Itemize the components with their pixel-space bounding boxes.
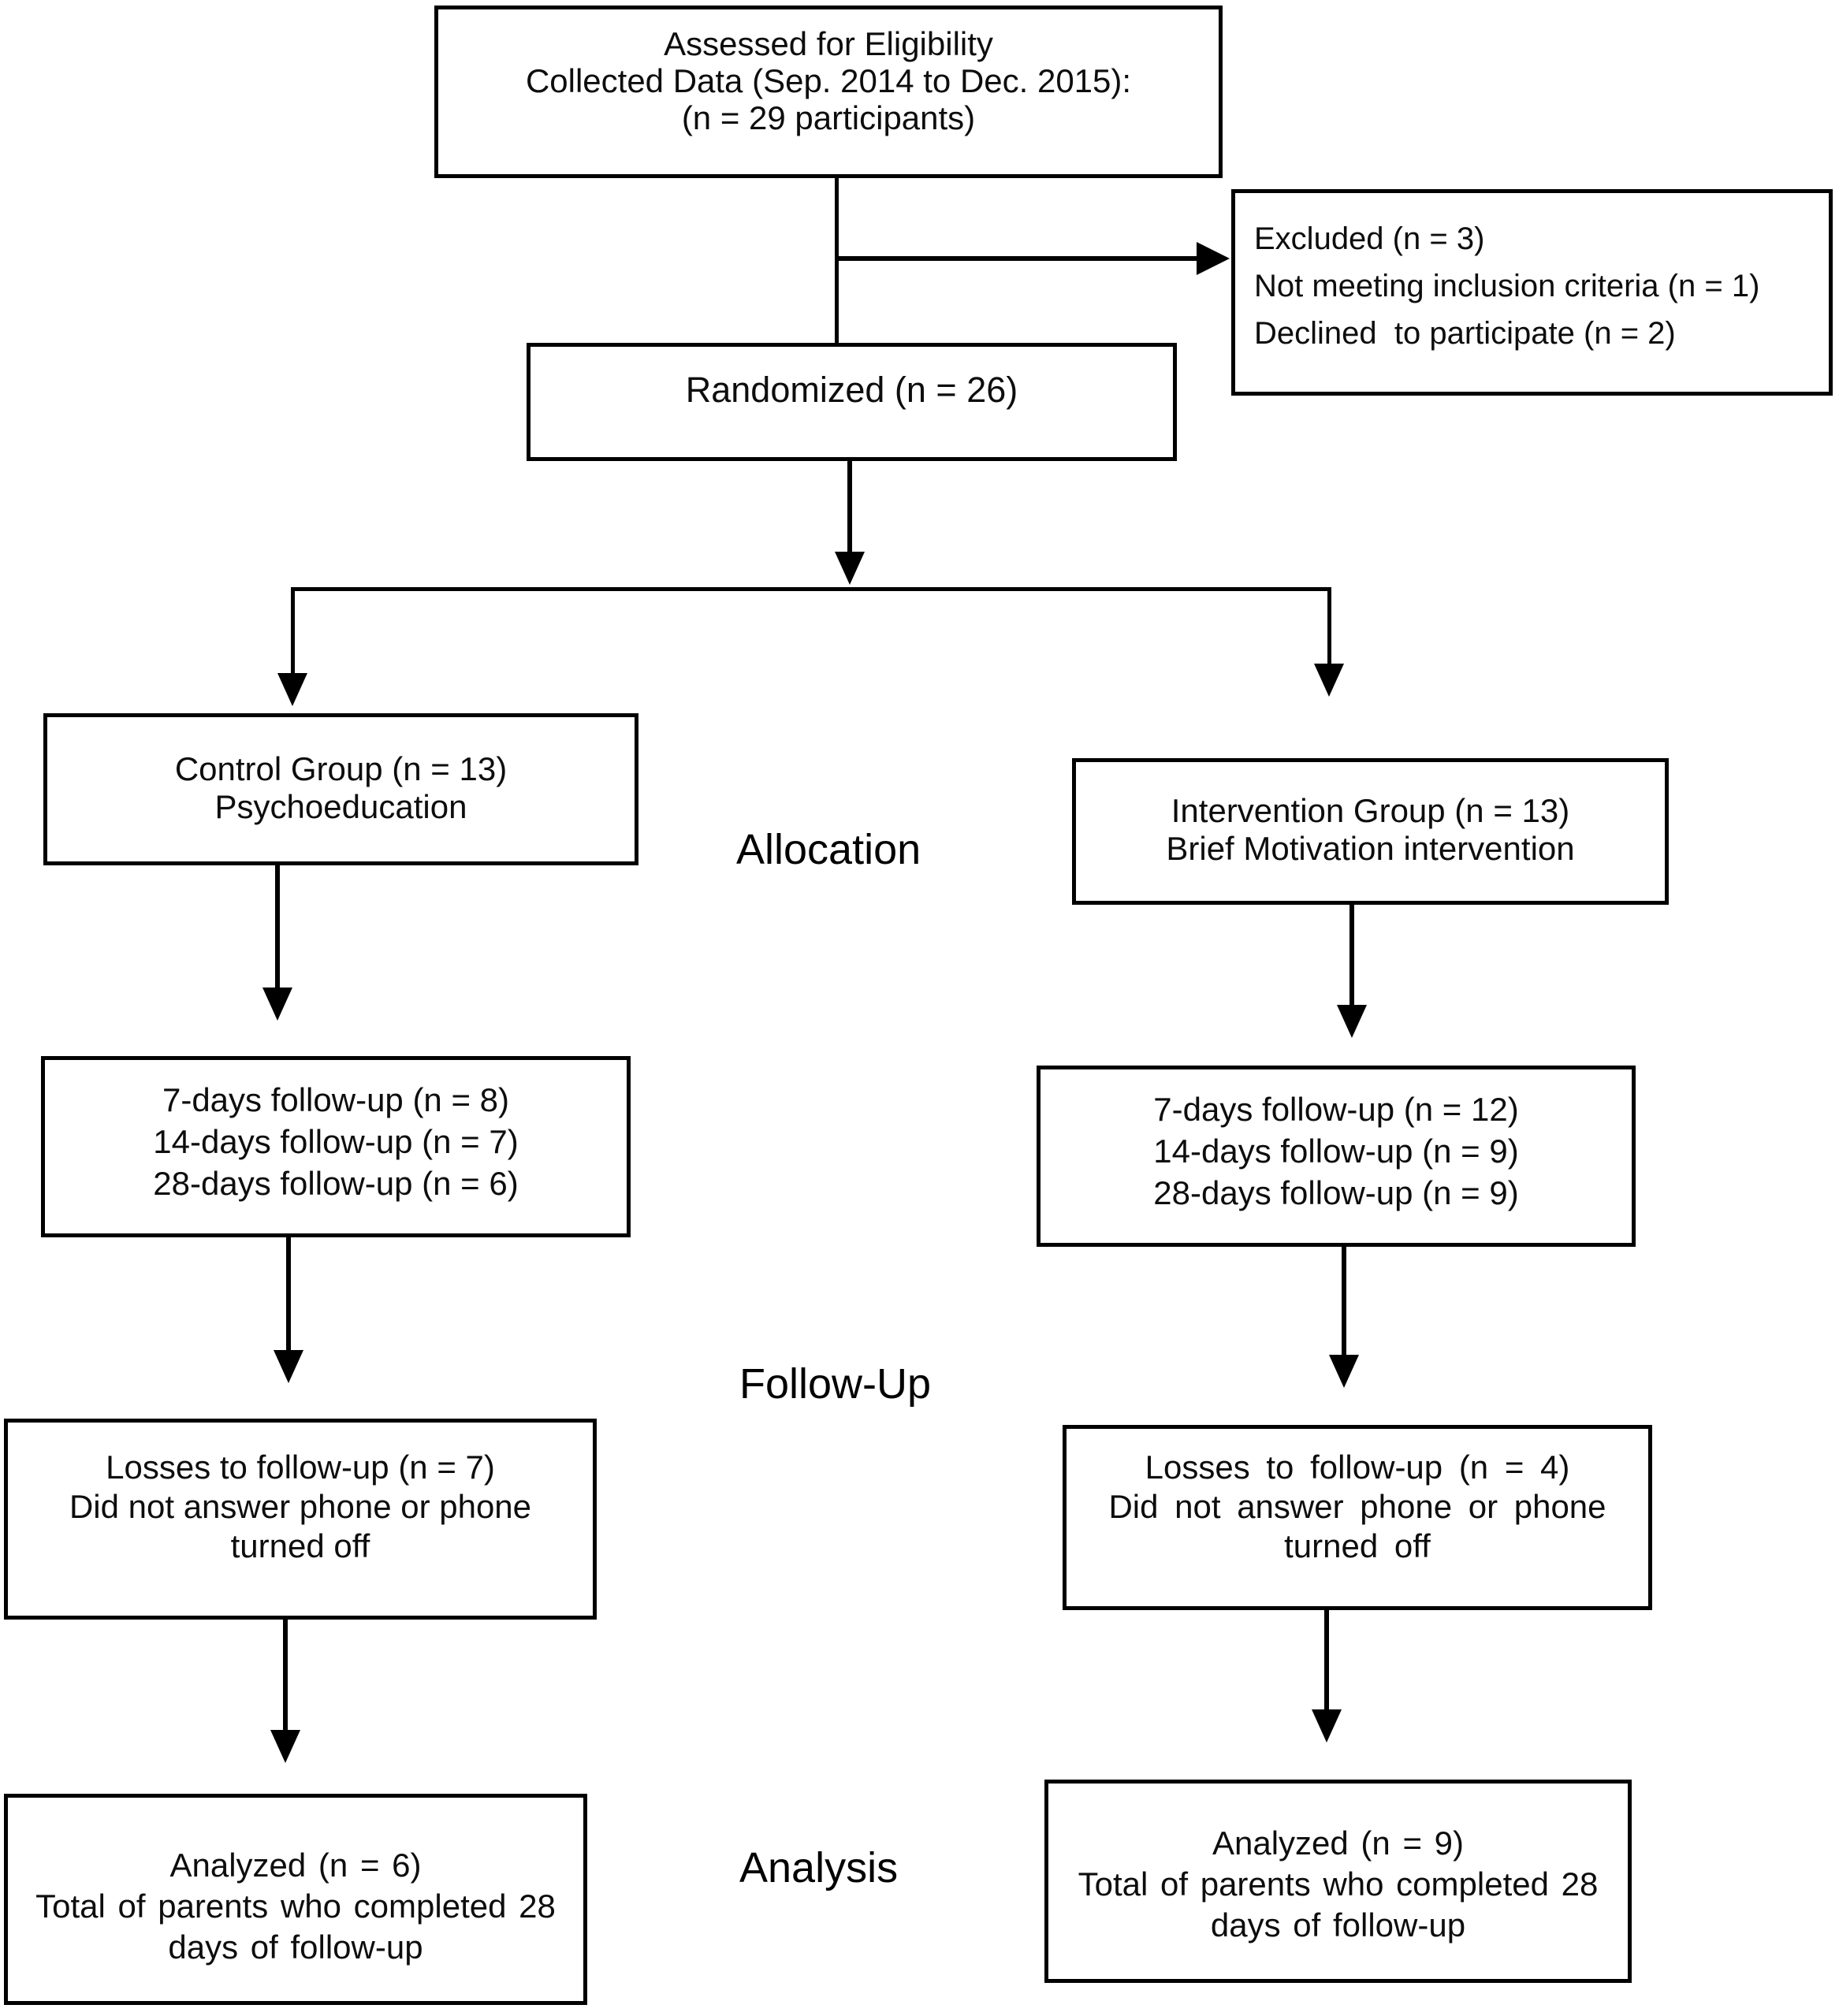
arrowhead-down-icon [835,552,865,585]
line-eligibility-to-randomized [835,178,839,345]
box-analyzed-control: Analyzed (n = 6) Total of parents who co… [4,1794,587,2005]
arrowhead-down-icon [1337,1005,1367,1038]
box-intervention-group: Intervention Group (n = 13) Brief Motiva… [1072,758,1669,905]
line-intervention-to-followup [1349,905,1354,1007]
arrowhead-right-icon [1197,242,1230,275]
line-followup-to-losses-intervention [1342,1247,1346,1357]
stage-label-analysis: Analysis [739,1844,899,1891]
line-branch-to-intervention [1327,587,1331,666]
box-assessed-for-eligibility: Assessed for Eligibility Collected Data … [434,6,1223,178]
line-branch-to-control [291,587,295,675]
branch-line [291,587,1331,591]
stage-label-allocation: Allocation [736,826,921,873]
line-randomized-to-branch [847,459,852,554]
stage-label-followup: Follow-Up [739,1360,932,1408]
box-losses-intervention: Losses to follow-up (n = 4) Did not answ… [1063,1425,1652,1610]
box-followup-control: 7-days follow-up (n = 8) 14-days follow-… [41,1056,631,1237]
arrowhead-down-icon [1314,664,1344,697]
box-followup-intervention: 7-days follow-up (n = 12) 14-days follow… [1037,1066,1636,1247]
box-losses-control: Losses to follow-up (n = 7) Did not answ… [4,1419,597,1620]
line-followup-to-losses-control [286,1237,291,1352]
arrowhead-down-icon [274,1350,303,1383]
arrowhead-down-icon [1312,1709,1342,1743]
arrowhead-down-icon [1329,1355,1359,1388]
line-control-to-followup [275,865,280,990]
box-control-group: Control Group (n = 13) Psychoeducation [43,713,638,865]
arrowhead-down-icon [277,673,307,706]
arrowhead-down-icon [262,988,292,1021]
arrowhead-down-icon [270,1730,300,1763]
line-losses-to-analyzed-control [283,1620,288,1732]
box-excluded: Excluded (n = 3) Not meeting inclusion c… [1231,189,1833,396]
line-losses-to-analyzed-intervention [1324,1610,1329,1712]
arrow-line-to-excluded [836,256,1199,261]
box-analyzed-intervention: Analyzed (n = 9) Total of parents who co… [1044,1780,1632,1983]
box-randomized: Randomized (n = 26) [527,343,1177,461]
